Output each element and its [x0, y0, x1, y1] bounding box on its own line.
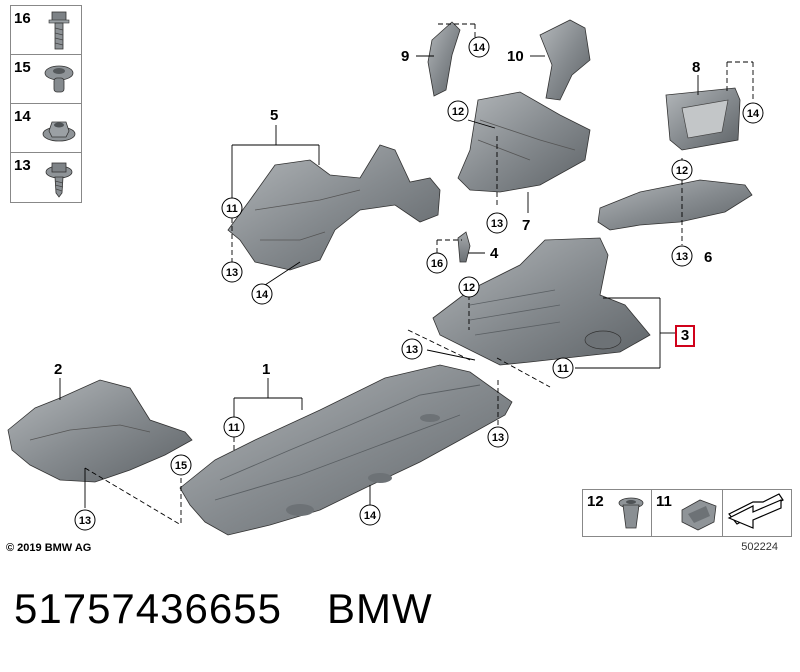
callout-11-b: 11	[552, 357, 574, 379]
legend-number: 15	[14, 59, 31, 76]
svg-text:12: 12	[676, 165, 688, 177]
svg-text:13: 13	[406, 344, 418, 356]
footer: 51757436655 BMW	[14, 585, 478, 633]
part-3-shield	[432, 237, 651, 366]
label-part-9: 9	[401, 48, 409, 65]
part-2-shield	[7, 379, 193, 483]
svg-text:16: 16	[431, 258, 443, 270]
callout-15-a: 15	[170, 454, 192, 476]
part-6-panel	[597, 179, 753, 231]
label-part-4: 4	[490, 245, 499, 262]
part-8-bracket	[665, 87, 741, 151]
part-5-shield	[227, 144, 441, 271]
bolt-icon	[48, 11, 70, 50]
svg-text:11: 11	[226, 203, 238, 215]
flange-nut-icon	[42, 121, 76, 142]
label-part-6: 6	[704, 249, 712, 266]
callout-14-d: 14	[359, 504, 381, 526]
kit-item-arrow	[723, 490, 791, 536]
callout-13-c: 13	[671, 245, 693, 267]
part-4-clip	[457, 231, 471, 263]
label-part-8: 8	[692, 59, 700, 76]
kit-number: 12	[587, 493, 604, 510]
kit-legend: 12 11	[582, 489, 792, 537]
copyright-text: © 2019 BMW AG	[6, 542, 92, 554]
clip-nut-icon	[618, 497, 644, 529]
callout-12-a: 12	[447, 100, 469, 122]
legend-number: 16	[14, 10, 31, 27]
label-part-5: 5	[270, 107, 278, 124]
fastener-legend: 16 15 14 13	[10, 5, 82, 203]
kit-number: 11	[656, 493, 672, 510]
svg-text:12: 12	[452, 106, 464, 118]
part-10-bracket	[539, 19, 591, 101]
legend-number: 13	[14, 157, 31, 174]
label-part-2: 2	[54, 361, 62, 378]
kit-item-12: 12	[583, 490, 652, 536]
kit-item-11: 11	[652, 490, 723, 536]
svg-text:13: 13	[226, 267, 238, 279]
arrow-symbol-icon	[727, 493, 784, 529]
part-1-main-shield	[179, 364, 513, 536]
svg-text:14: 14	[256, 289, 269, 301]
part-7-shield	[457, 91, 591, 193]
spring-nut-icon	[681, 499, 717, 531]
label-part-10: 10	[507, 48, 524, 65]
label-part-3: 3	[675, 325, 695, 347]
callout-13-b: 13	[486, 212, 508, 234]
svg-text:12: 12	[463, 282, 475, 294]
callout-13-f: 13	[74, 509, 96, 531]
svg-text:13: 13	[676, 251, 688, 263]
callout-12-b: 12	[671, 159, 693, 181]
callout-14-a: 14	[251, 283, 273, 305]
callout-13-a: 13	[221, 261, 243, 283]
svg-text:14: 14	[364, 510, 377, 522]
label-part-1: 1	[262, 361, 270, 378]
callout-13-d: 13	[401, 338, 423, 360]
callout-12-c: 12	[458, 276, 480, 298]
label-part-7: 7	[522, 217, 530, 234]
svg-text:14: 14	[473, 42, 486, 54]
callout-14-c: 14	[742, 102, 764, 124]
leader-lines	[59, 23, 754, 526]
callout-11-c: 11	[223, 416, 245, 438]
callout-14-b: 14	[468, 36, 490, 58]
screw-icon	[45, 162, 73, 198]
legend-item-15: 15	[11, 55, 81, 104]
part-9-bracket	[427, 21, 461, 97]
legend-item-16: 16	[11, 6, 81, 55]
svg-text:11: 11	[228, 422, 240, 434]
svg-text:13: 13	[492, 432, 504, 444]
callout-16-a: 16	[426, 252, 448, 274]
svg-text:14: 14	[747, 108, 760, 120]
part-number: 51757436655	[14, 585, 282, 632]
legend-item-14: 14	[11, 104, 81, 153]
legend-number: 14	[14, 108, 31, 125]
legend-item-13: 13	[11, 153, 81, 201]
brand-name: BMW	[326, 585, 433, 632]
expanding-nut-icon	[44, 65, 74, 93]
svg-text:11: 11	[557, 363, 569, 375]
svg-text:15: 15	[175, 460, 187, 472]
svg-text:13: 13	[491, 218, 503, 230]
callout-13-e: 13	[487, 426, 509, 448]
catalog-code: 502224	[741, 541, 778, 553]
part-number-labels: 5 9 10 7 8 6 4 1 2	[54, 48, 712, 378]
svg-text:13: 13	[79, 515, 91, 527]
callout-11-a: 11	[221, 197, 243, 219]
callout-circles: 11 13 14 14 12 13 14 12 13 16 12 13 11 1…	[74, 36, 764, 531]
